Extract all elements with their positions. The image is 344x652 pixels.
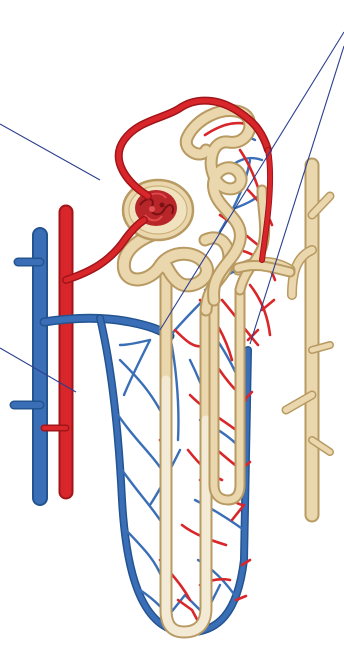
- leader-left-upper: [0, 124, 100, 180]
- interlobular-vein: [14, 235, 40, 498]
- loop-of-henle: [166, 268, 240, 632]
